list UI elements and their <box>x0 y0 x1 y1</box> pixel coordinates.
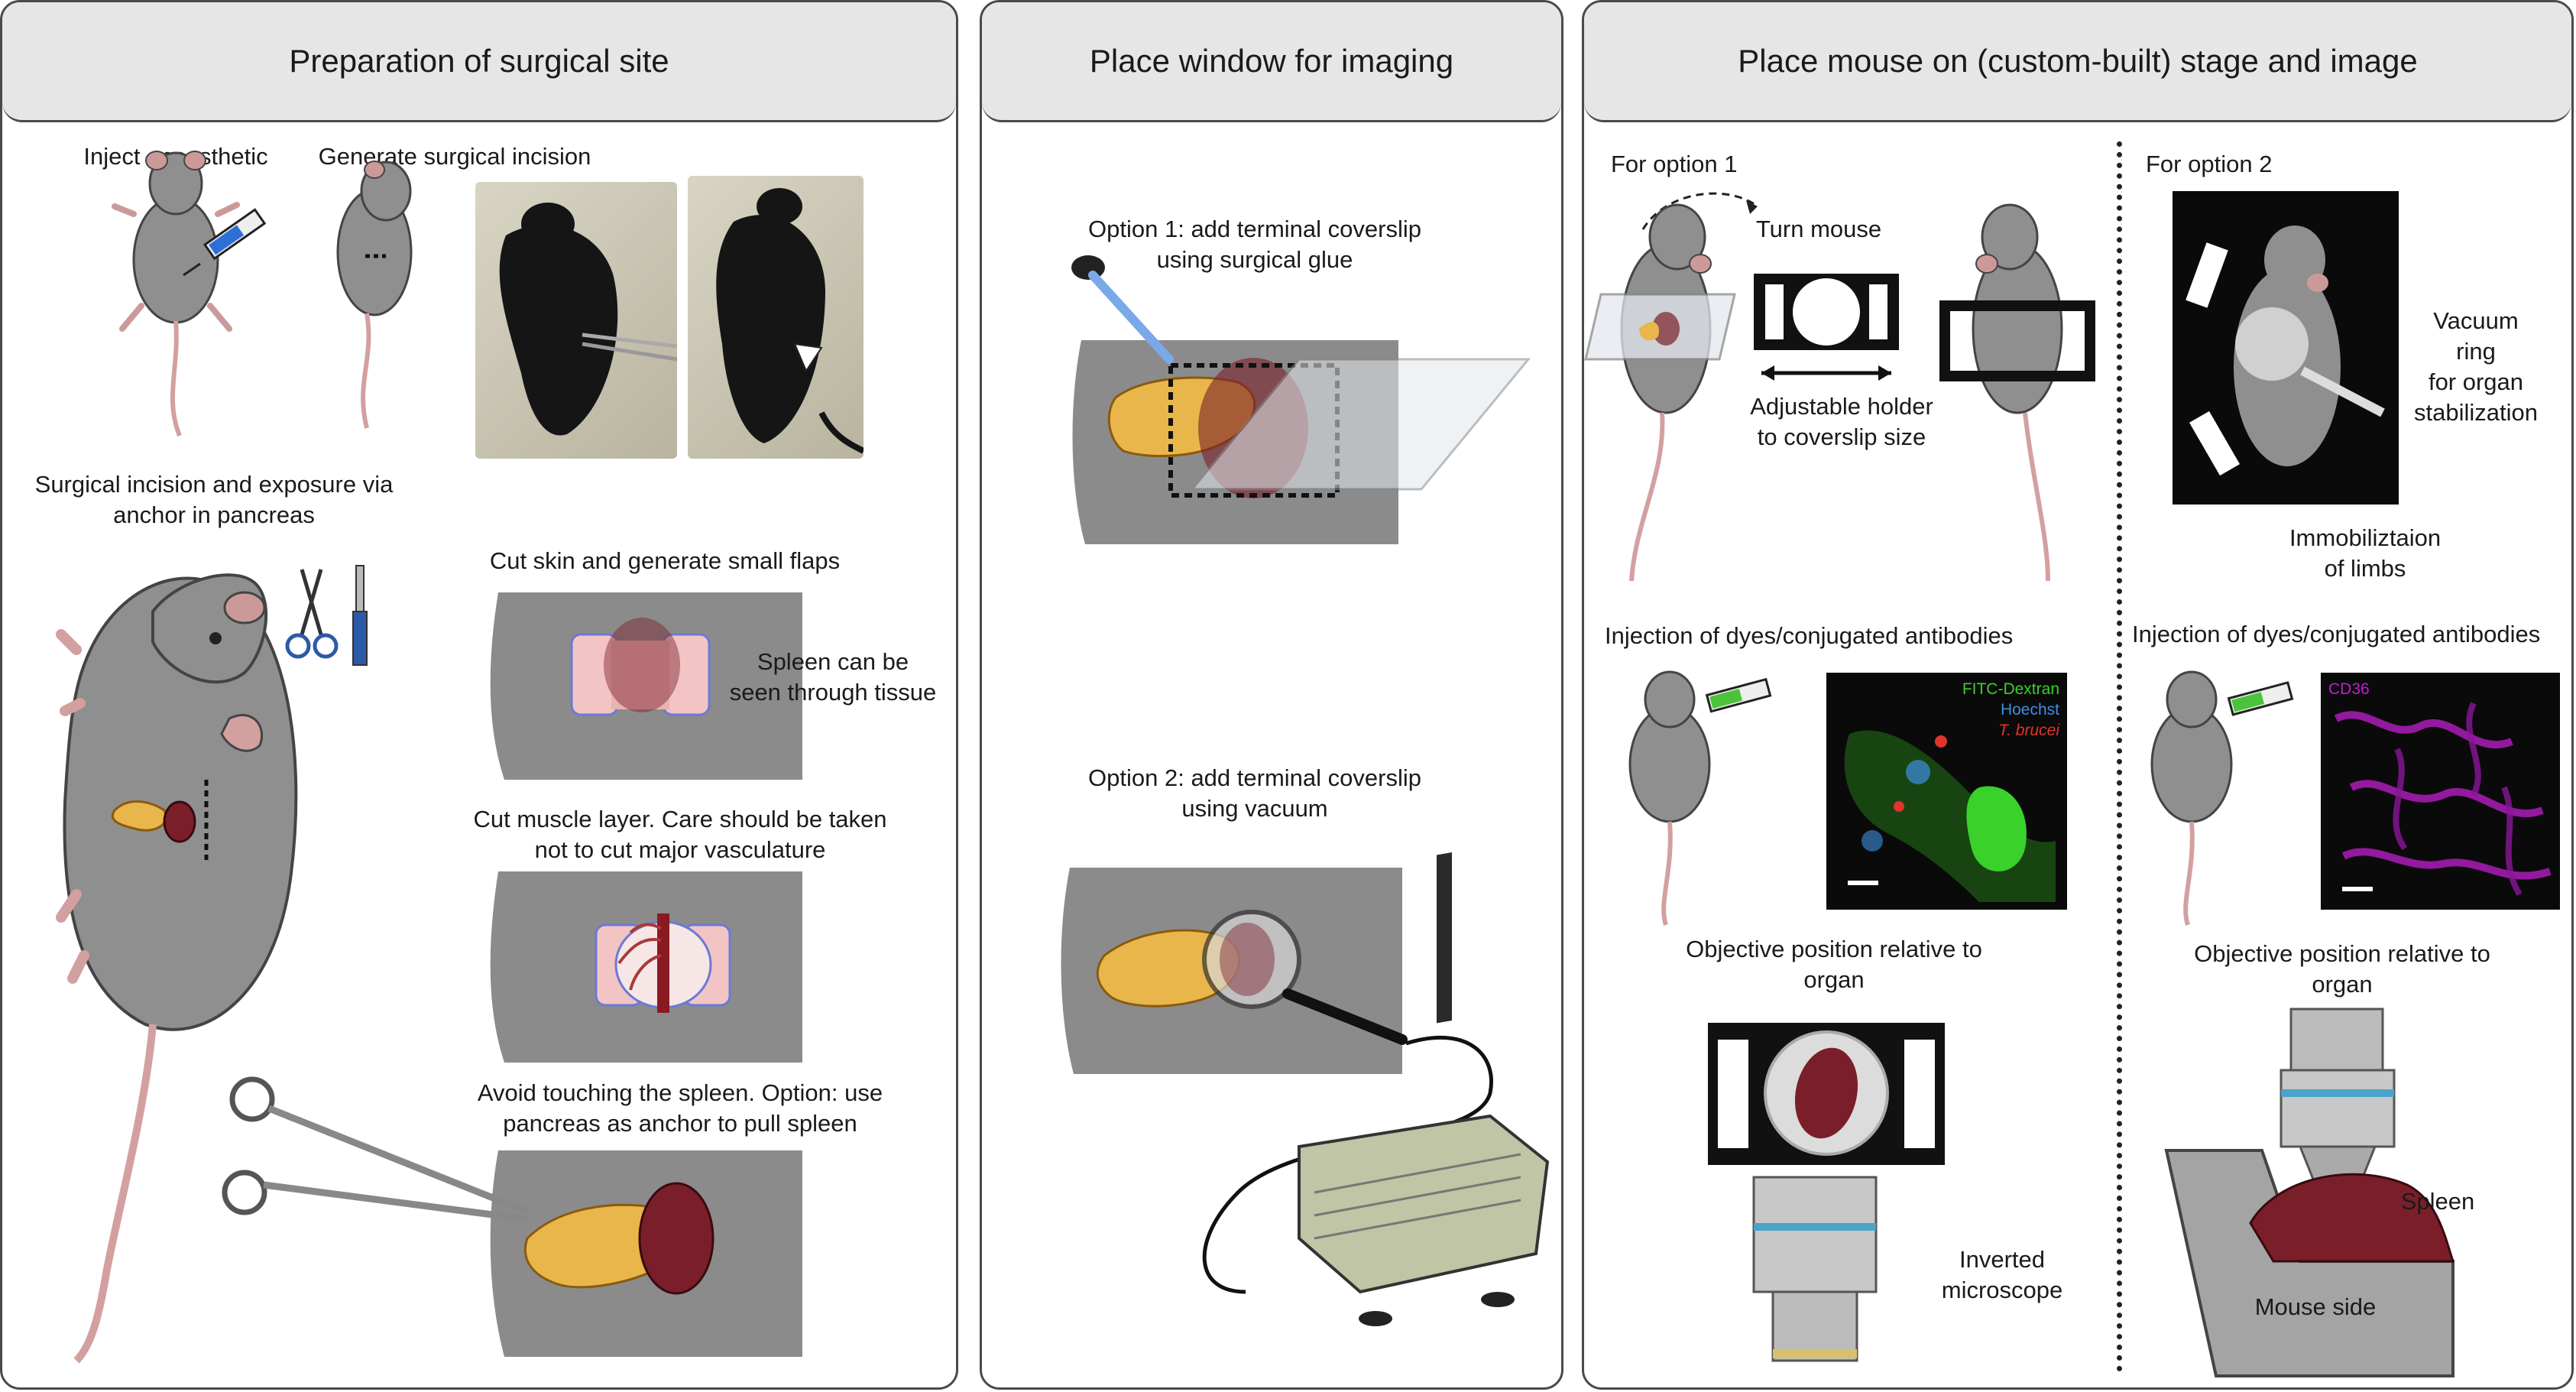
label-option2: Option 2: add terminal coverslip using v… <box>1088 764 1421 822</box>
label-objective-2: Objective position relative to organ <box>2194 940 2490 998</box>
label-for-option2: For option 2 <box>2146 151 2273 177</box>
label-inject-anaesthetic: Inject anaesthetic <box>83 143 268 170</box>
objective-lens-icon <box>1752 1176 1878 1362</box>
dropper-icon <box>1071 255 1174 364</box>
panel-title: Place mouse on (custom-built) stage and … <box>1584 2 2571 122</box>
label-tbrucei: T. brucei <box>1998 722 2059 739</box>
label-incision-exposure: Surgical incision and exposure via ancho… <box>34 471 394 528</box>
mouse-incision-illustration <box>336 161 413 429</box>
label-spleen-seen: Spleen can be seen through tissue <box>729 648 937 706</box>
label-option1: Option 1: add terminal coverslip using s… <box>1088 216 1421 273</box>
divider-dotted <box>2117 141 2122 1372</box>
label-mouse-side: Mouse side <box>2254 1293 2377 1320</box>
label-generate-incision: Generate surgical incision <box>318 143 591 170</box>
label-avoid-touching: Avoid touching the spleen. Option: use p… <box>477 1079 883 1137</box>
label-inverted-microscope: Inverted microscope <box>1941 1246 2063 1303</box>
micrograph-cd36: CD36 <box>2321 673 2560 910</box>
label-objective-1: Objective position relative to organ <box>1686 936 1982 993</box>
air-pump-icon <box>1298 852 1550 1326</box>
panel-title: Place window for imaging <box>982 2 1561 122</box>
photo-mouse-exposure <box>688 176 864 459</box>
forceps-icon <box>222 1076 529 1223</box>
label-for-option1: For option 1 <box>1611 151 1738 177</box>
label-injection-1: Injection of dyes/conjugated antibodies <box>1605 622 2014 649</box>
label-immobilization: Immobiliztaion of limbs <box>2289 524 2442 582</box>
photo-mouse-incision <box>475 182 677 459</box>
scissors-icon <box>285 565 368 666</box>
label-cut-skin: Cut skin and generate small flaps <box>489 547 841 574</box>
syringe-icon <box>183 208 267 277</box>
adjustable-holder-icon <box>1754 274 1899 381</box>
label-injection-2: Injection of dyes/conjugated antibodies <box>2132 621 2541 647</box>
vacuum-ring-photo <box>2173 191 2399 505</box>
micrograph-fitc-dextran: FITC-Dextran Hoechst T. brucei <box>1826 673 2067 910</box>
label-adjustable-holder: Adjustable holder to coverslip size <box>1750 393 1933 450</box>
label-spleen: Spleen <box>2400 1188 2475 1215</box>
panel-title: Preparation of surgical site <box>2 2 956 122</box>
label-hoechst: Hoechst <box>2000 701 2059 719</box>
label-cut-muscle: Cut muscle layer. Care should be taken n… <box>473 806 887 863</box>
label-cd36: CD36 <box>2328 680 2370 698</box>
label-fitc: FITC-Dextran <box>1962 680 2059 698</box>
label-turn-mouse: Turn mouse <box>1755 216 1882 242</box>
objective-lens-icon <box>2280 1007 2396 1183</box>
label-vacuum-ring: Vacuum ring for organ stabilization <box>2414 307 2538 426</box>
